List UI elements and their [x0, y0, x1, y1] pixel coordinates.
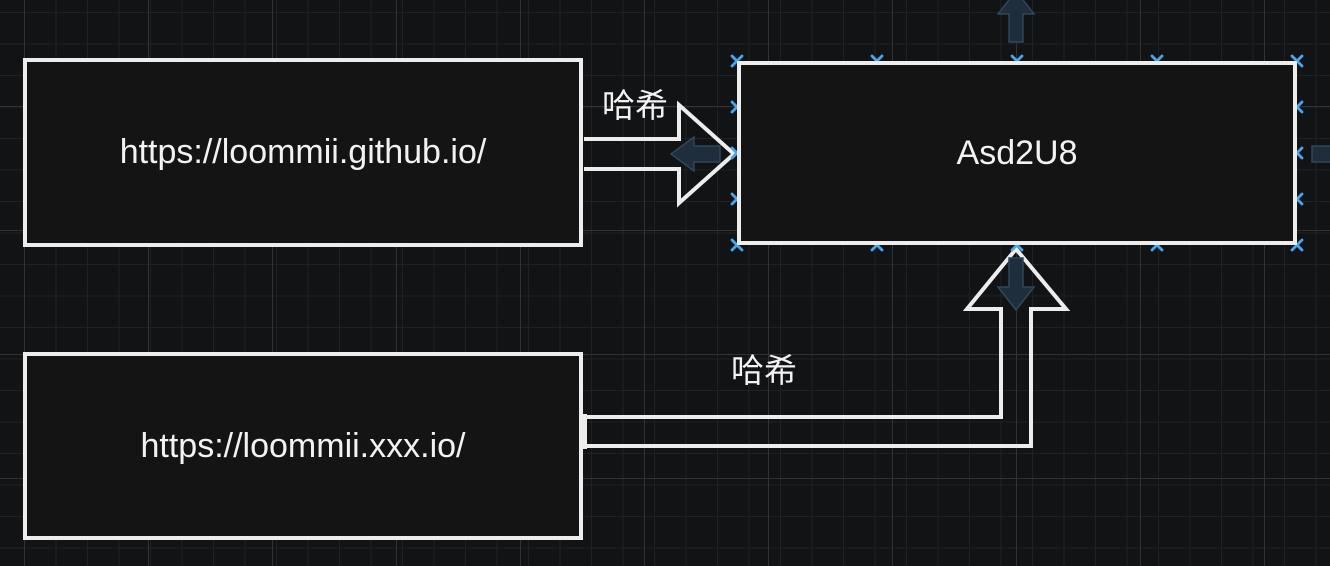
edge-hash-arrow-bottom[interactable]: [583, 245, 1071, 449]
direction-up-icon[interactable]: [996, 0, 1036, 43]
node-label: https://loommii.github.io/: [119, 133, 487, 171]
node-hash-result[interactable]: Asd2U8: [737, 61, 1297, 245]
node-label: https://loommii.xxx.io/: [140, 426, 466, 465]
direction-left-icon[interactable]: [669, 135, 721, 173]
direction-right-icon[interactable]: [1311, 138, 1330, 170]
node-source-url-xxx[interactable]: https://loommii.xxx.io/: [23, 352, 583, 540]
edge-hash-arrow-top[interactable]: [584, 100, 738, 208]
direction-down-icon[interactable]: [996, 257, 1036, 312]
node-source-url-github[interactable]: https://loommii.github.io/: [23, 58, 583, 247]
edge-label-hash-top[interactable]: 哈希: [602, 87, 668, 124]
node-label: Asd2U8: [956, 133, 1078, 172]
edge-label-hash-bottom[interactable]: 哈希: [731, 352, 797, 389]
